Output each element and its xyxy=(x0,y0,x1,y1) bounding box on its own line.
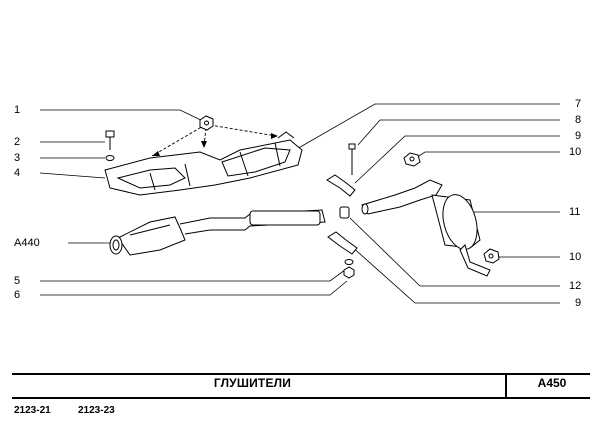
callout-7: 7 xyxy=(575,98,582,110)
section-title: ГЛУШИТЕЛИ xyxy=(213,376,292,390)
leader-lines-left xyxy=(39,109,348,296)
callout-5: 5 xyxy=(14,275,21,287)
callout-9-upper: 9 xyxy=(575,130,582,142)
callout-4: 4 xyxy=(14,167,21,179)
leader-lines-right xyxy=(294,103,560,304)
callout-1: 1 xyxy=(14,104,21,116)
callout-8: 8 xyxy=(575,114,582,126)
callout-10-upper: 10 xyxy=(569,146,582,158)
callout-10-lower: 10 xyxy=(569,251,582,263)
heat-shield xyxy=(104,131,303,196)
callout-3: 3 xyxy=(14,152,21,164)
nut-10-upper xyxy=(403,152,421,167)
front-pipe-catalyst xyxy=(109,209,326,256)
clamp-lower xyxy=(327,231,358,255)
clamp-bolt xyxy=(326,143,356,197)
callout-9-lower: 9 xyxy=(575,297,582,309)
callout-11: 11 xyxy=(569,206,581,218)
rear-muffler xyxy=(361,179,491,277)
callout-2: 2 xyxy=(14,136,21,148)
nut-icon xyxy=(199,115,214,131)
bracket xyxy=(339,206,350,219)
model-code-2: 2123-23 xyxy=(78,405,115,416)
bolt-icon xyxy=(105,130,115,161)
callout-6: 6 xyxy=(14,289,21,301)
section-code: A450 xyxy=(537,376,567,390)
nut-washer xyxy=(343,259,355,279)
callout-a440: A440 xyxy=(14,237,40,249)
callout-12: 12 xyxy=(569,280,582,292)
model-code-1: 2123-21 xyxy=(14,405,51,416)
title-bar xyxy=(12,373,590,399)
nut-10-lower xyxy=(483,248,500,264)
title-divider xyxy=(505,373,507,399)
